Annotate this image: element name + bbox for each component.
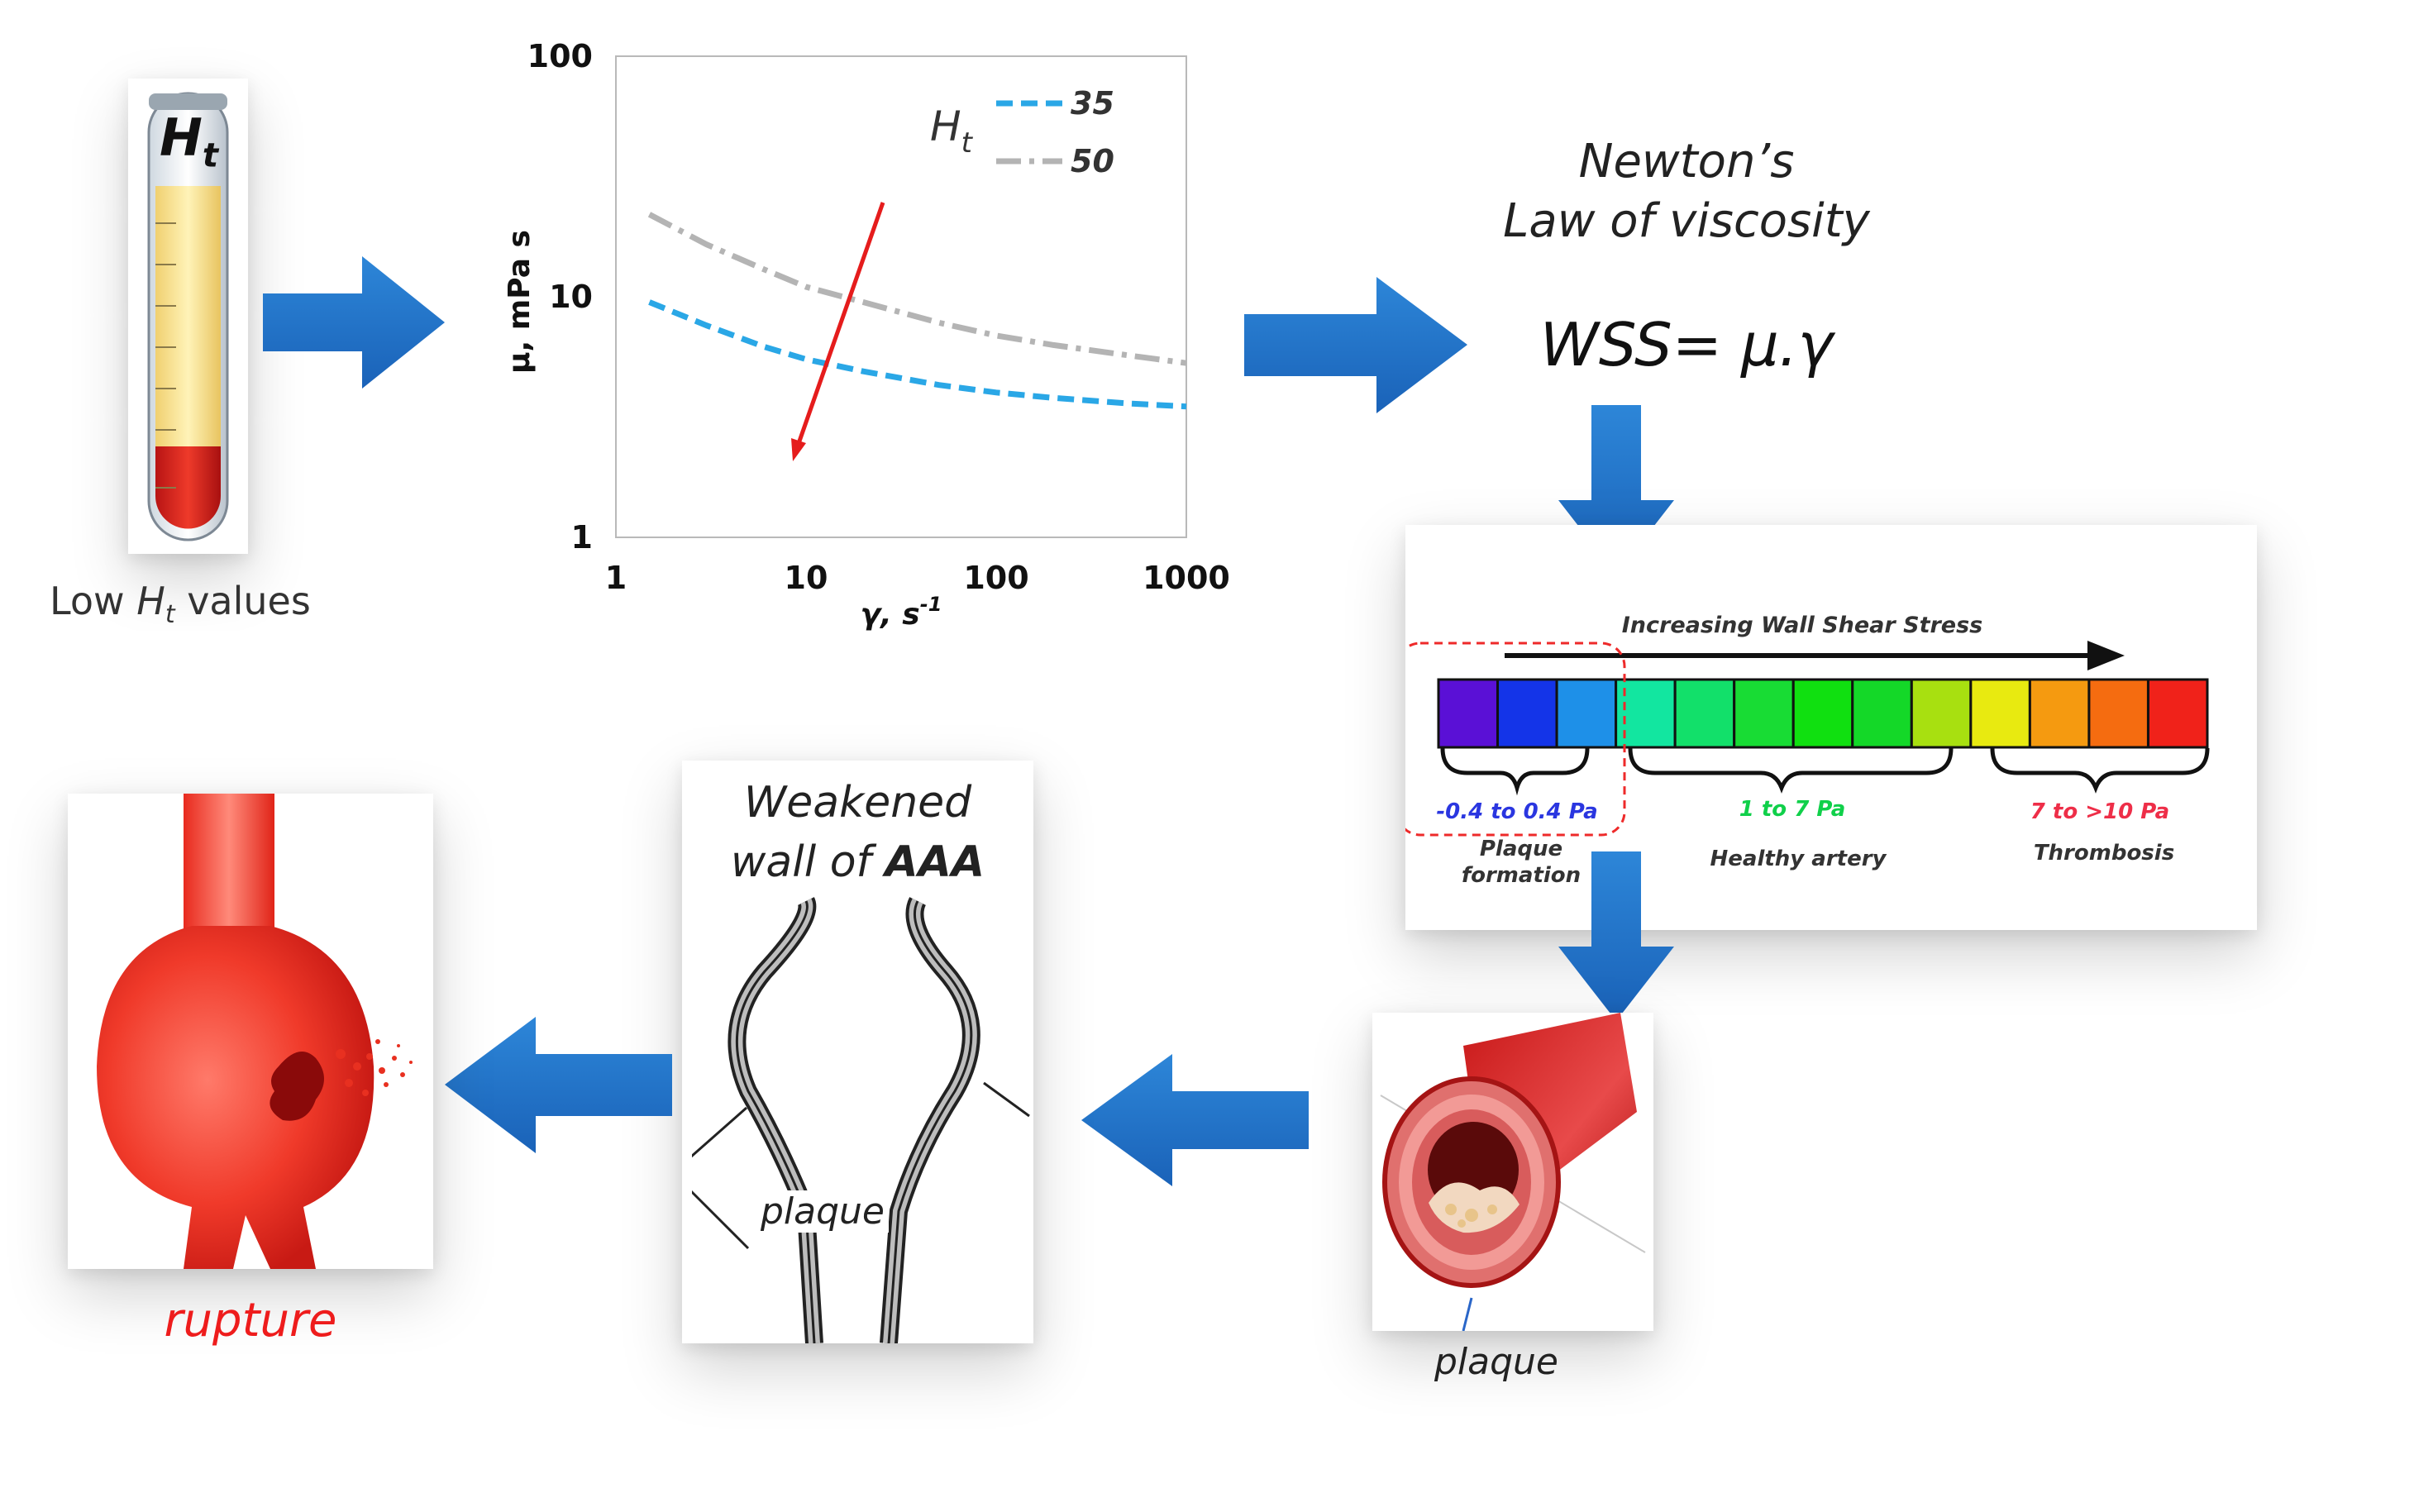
trend-arrow-head — [791, 438, 806, 461]
arrow-left-1 — [1081, 1054, 1309, 1186]
scale-cell — [1555, 678, 1618, 749]
aaa-title-line2-bold: AAA — [885, 837, 985, 887]
wss-scale-svg: Increasing Wall Shear Stress -0.4 to 0.4… — [1395, 613, 2210, 888]
scale-cell — [2146, 678, 2209, 749]
y-tick-label: 100 — [527, 38, 593, 74]
aaa-plaque-label-text: plaque — [760, 1190, 885, 1233]
wss-scale-title: Increasing Wall Shear Stress — [1622, 613, 1983, 638]
brace-healthy — [1628, 747, 1954, 794]
tube-caption-suffix: values — [174, 579, 311, 623]
rupture-panel — [68, 794, 433, 1269]
x-tick-label: 1 — [605, 560, 627, 596]
arrow-shape — [1081, 1054, 1309, 1186]
aaa-title-line2: wall of AAA — [682, 832, 1033, 892]
aaa-title: Weakened wall of AAA — [682, 773, 1033, 892]
scale-cell — [1673, 678, 1736, 749]
x-tick-label: 10 — [785, 560, 828, 596]
range-value-thrombosis: 7 to >10 Pa — [2030, 799, 2169, 824]
wss-scale-panel: Increasing Wall Shear Stress -0.4 to 0.4… — [1395, 525, 2257, 930]
series-line-50 — [647, 212, 1187, 366]
scale-cell — [1851, 678, 1913, 749]
aaa-title-line1: Weakened — [743, 778, 972, 828]
y-axis-label: μ, mPa s — [503, 230, 537, 374]
chart-plot-area — [615, 55, 1187, 538]
range-value-healthy: 1 to 7 Pa — [1739, 797, 1846, 822]
legend-label-50: 50 — [1071, 143, 1114, 179]
x-axis-label: γ, s-1 — [861, 593, 942, 632]
newton-title-line1: Newton’s — [1578, 135, 1795, 188]
trend-arrow-line — [794, 202, 885, 451]
aaa-plaque-label: plaque — [756, 1190, 889, 1233]
chart-svg: 100 10 1 1 10 100 1000 Ht 35 50 μ, mPa s γ, s… — [503, 38, 1230, 632]
range-label-plaque-2: formation — [1462, 863, 1581, 888]
scale-cell — [1615, 678, 1677, 749]
aaa-title-line2-prefix: wall of — [730, 837, 885, 887]
artery-plaque-caption: plaque — [1434, 1341, 1558, 1383]
scale-cell — [1733, 678, 1795, 749]
artery-cross-section-image — [1380, 1013, 1646, 1332]
rupture-caption: rupture — [68, 1294, 433, 1347]
brace-plaque — [1440, 747, 1590, 796]
tube-label-main: H — [160, 107, 203, 168]
scale-cell — [2028, 678, 2091, 749]
range-label-plaque-1: Plaque — [1480, 837, 1562, 861]
scale-cell — [1496, 678, 1558, 749]
tube-caption-sub: t — [165, 600, 175, 630]
tube-caption-prefix: Low — [50, 579, 137, 623]
x-tick-label: 1000 — [1143, 560, 1230, 596]
tube-label-sub: t — [202, 136, 219, 175]
scale-cell — [1910, 678, 1973, 749]
range-label-healthy: Healthy artery — [1710, 847, 1887, 871]
rupture-caption-text: rupture — [164, 1294, 337, 1347]
scale-cell — [1791, 678, 1854, 749]
artery-panel — [1372, 1013, 1653, 1332]
x-axis-label-sup: -1 — [920, 593, 942, 616]
artery-plaque-caption-text: plaque — [1434, 1341, 1559, 1383]
arrow-left-2 — [445, 1017, 672, 1153]
range-value-plaque: -0.4 to 0.4 Pa — [1436, 799, 1597, 824]
y-tick-label: 1 — [571, 519, 593, 556]
legend-title: Ht — [930, 103, 974, 160]
arrow-right-1 — [263, 256, 445, 389]
newton-title-line2: Law of viscosity — [1503, 194, 1870, 248]
arrow-shape — [1244, 277, 1467, 413]
arrow-shape — [263, 256, 445, 389]
legend-title-sub: t — [961, 126, 974, 160]
scale-cells — [1437, 678, 2209, 749]
tube-caption-h: H — [136, 579, 165, 623]
wss-formula: WSS= μ.γ — [1455, 310, 1918, 379]
aneurysm-rupture-image — [97, 794, 413, 1269]
arrow-right-2 — [1244, 277, 1467, 413]
x-tick-label: 100 — [963, 560, 1028, 596]
scale-cell — [1437, 678, 1500, 749]
newton-title: Newton’s Law of viscosity — [1455, 132, 1918, 251]
tube-label: Ht — [160, 107, 218, 174]
arrow-shape — [445, 1017, 672, 1153]
legend-title-main: H — [930, 103, 961, 150]
arrow-down-2 — [1558, 851, 1674, 1021]
brace-thrombosis — [1990, 747, 2210, 794]
arrow-shape — [1558, 851, 1674, 1021]
tube-caption: Low Ht values — [50, 579, 311, 629]
scale-cell — [2087, 678, 2149, 749]
viscosity-chart: 100 10 1 1 10 100 1000 Ht 35 50 μ, mPa s γ, s… — [488, 25, 1248, 653]
series-line-35 — [648, 299, 1187, 410]
test-tube-icon — [147, 92, 229, 541]
y-tick-label: 10 — [549, 279, 593, 315]
range-label-thrombosis: Thrombosis — [2034, 841, 2174, 866]
legend-label-35: 35 — [1071, 85, 1114, 122]
test-tube-panel: Ht — [128, 79, 248, 554]
scale-cell — [1969, 678, 2031, 749]
increase-arrow-head — [2087, 641, 2125, 670]
x-axis-label-text: γ, s — [861, 598, 920, 632]
aaa-wall-panel: Weakened wall of AAA plaque — [682, 761, 1033, 1343]
aaa-wall-drawing — [682, 897, 1030, 1343]
wss-formula-text: WSS= μ.γ — [1539, 310, 1834, 379]
